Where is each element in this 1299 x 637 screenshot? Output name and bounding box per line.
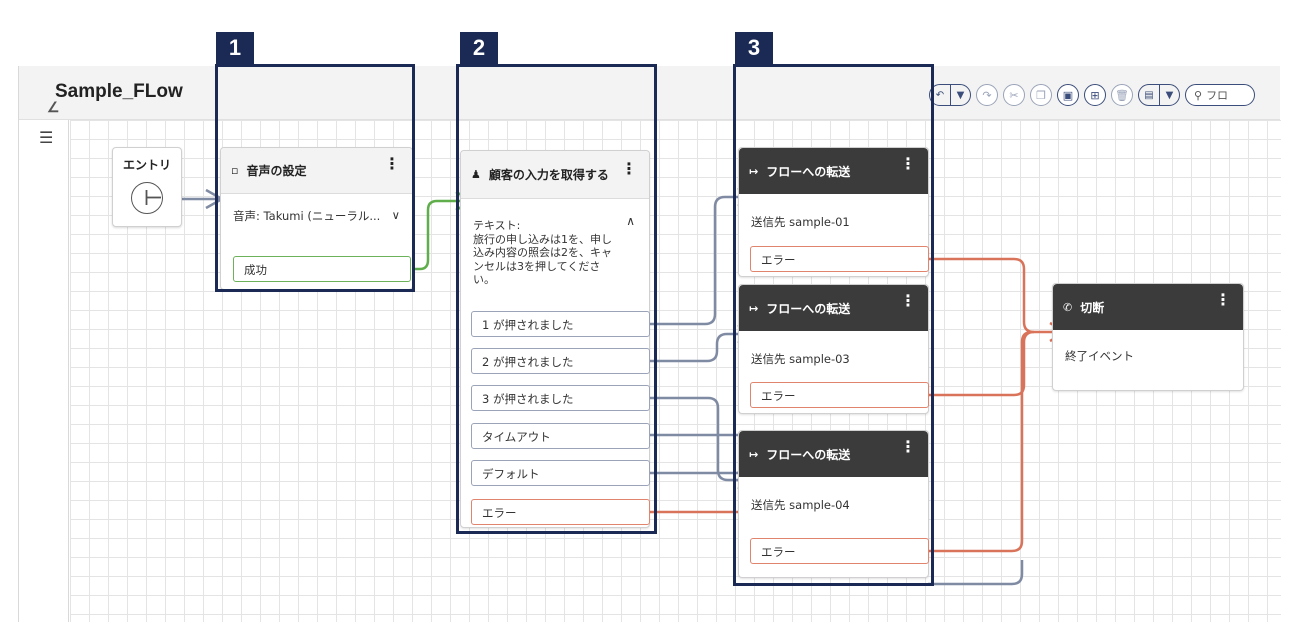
more-icon[interactable]: ⋮ (621, 159, 637, 178)
input-node-header: ♟ 顧客の入力を取得する ⋮ (461, 151, 649, 199)
voice-icon: ▫ (231, 164, 239, 177)
branch-pressed-3[interactable]: 3 が押されました (471, 385, 650, 411)
disconnect-header: ✆ 切断 ⋮ (1053, 284, 1243, 330)
grid-icon[interactable]: ⊞ (1084, 84, 1106, 106)
transfer-node-2[interactable]: ↦ フローへの転送 ⋮ 送信先 sample-03 (738, 284, 929, 414)
search-input[interactable]: ⚲ フロ (1185, 84, 1255, 106)
branch-pressed-2[interactable]: 2 が押されました (471, 348, 650, 374)
delete-icon[interactable]: 🗑 (1111, 84, 1133, 106)
disconnect-event: 終了イベント (1065, 349, 1134, 363)
more-icon[interactable]: ⋮ (900, 291, 916, 310)
input-node-title: 顧客の入力を取得する (488, 167, 609, 182)
transfer3-dest: 送信先 sample-04 (751, 498, 850, 512)
text-label: テキスト: (473, 219, 521, 232)
transfer-icon: ↦ (749, 447, 759, 461)
flow-title[interactable]: ∠ Sample_FLow (47, 81, 183, 115)
transfer1-header: ↦ フローへの転送 ⋮ (739, 148, 928, 194)
text-body: 旅行の申し込みは1を、申し込み内容の照会は2を、キャンセルは3を押してください。 (473, 232, 612, 287)
pencil-icon[interactable]: ∠ (47, 99, 60, 115)
step-box-1 (215, 64, 415, 292)
hang-up-icon: ✆ (1063, 300, 1073, 314)
undo-group[interactable]: ↶ ▼ (929, 84, 971, 106)
transfer1-error[interactable]: エラー (750, 246, 929, 272)
disconnect-title: 切断 (1080, 300, 1105, 315)
voice-node-body: 音声: Takumi (ニューラル... ∨ (221, 194, 412, 232)
branch-success[interactable]: 成功 (233, 256, 411, 282)
transfer3-title: フローへの転送 (766, 447, 851, 462)
transfer-icon: ↦ (749, 301, 759, 315)
transfer3-header: ↦ フローへの転送 ⋮ (739, 431, 928, 477)
notes-group[interactable]: ▤ ▼ (1138, 84, 1180, 106)
entry-label: エントリ (123, 158, 172, 172)
toolbar: ↶ ▼ ↷ ✂ ❐ ▣ ⊞ 🗑 ▤ ▼ ⚲ フロ (929, 83, 1255, 107)
transfer1-dest: 送信先 sample-01 (751, 215, 850, 229)
step-tag-1: 1 (216, 32, 254, 64)
step-tag-2: 2 (460, 32, 498, 64)
branch-timeout[interactable]: タイムアウト (471, 423, 650, 449)
customer-input-icon: ♟ (471, 168, 481, 181)
transfer2-title: フローへの転送 (766, 301, 851, 316)
more-icon[interactable]: ⋮ (900, 437, 916, 456)
more-icon[interactable]: ⋮ (900, 154, 916, 173)
step-box-2 (456, 64, 657, 534)
copy-icon[interactable]: ❐ (1030, 84, 1052, 106)
step-tag-3: 3 (735, 32, 773, 64)
transfer2-header: ↦ フローへの転送 ⋮ (739, 285, 928, 331)
dropdown-icon[interactable]: ▼ (1159, 85, 1179, 105)
disconnect-node[interactable]: ✆ 切断 ⋮ 終了イベント (1052, 283, 1244, 391)
transfer3-error[interactable]: エラー (750, 538, 929, 564)
more-icon[interactable]: ⋮ (384, 154, 400, 173)
voice-node-title: 音声の設定 (246, 164, 307, 178)
chevron-down-icon[interactable]: ∨ (391, 208, 400, 222)
branch-default[interactable]: デフォルト (471, 460, 650, 486)
voice-value: 音声: Takumi (ニューラル... (233, 209, 381, 223)
input-node-body: テキスト: 旅行の申し込みは1を、申し込み内容の照会は2を、キャンセルは3を押し… (461, 199, 649, 295)
undo-icon[interactable]: ↶ (935, 89, 945, 101)
notes-icon[interactable]: ▤ (1144, 89, 1154, 101)
redo-icon[interactable]: ↷ (976, 84, 998, 106)
search-icon: ⚲ (1194, 88, 1203, 102)
entry-point-icon (131, 182, 163, 214)
step-box-3 (733, 64, 934, 586)
transfer2-error[interactable]: エラー (750, 382, 929, 408)
entry-node[interactable]: エントリ (112, 147, 182, 227)
voice-node-header: ▫ 音声の設定 ⋮ (221, 148, 412, 194)
transfer2-dest: 送信先 sample-03 (751, 352, 850, 366)
more-icon[interactable]: ⋮ (1215, 290, 1231, 309)
chevron-up-icon[interactable]: ∧ (626, 214, 635, 228)
transfer1-title: フローへの転送 (766, 164, 851, 179)
dropdown-icon[interactable]: ▼ (950, 85, 970, 105)
left-rail: ☰ (19, 120, 69, 622)
branch-pressed-1[interactable]: 1 が押されました (471, 311, 650, 337)
cut-icon[interactable]: ✂ (1003, 84, 1025, 106)
hamburger-icon[interactable]: ☰ (39, 128, 54, 147)
paste-icon[interactable]: ▣ (1057, 84, 1079, 106)
branch-error[interactable]: エラー (471, 499, 650, 525)
transfer-icon: ↦ (749, 164, 759, 178)
